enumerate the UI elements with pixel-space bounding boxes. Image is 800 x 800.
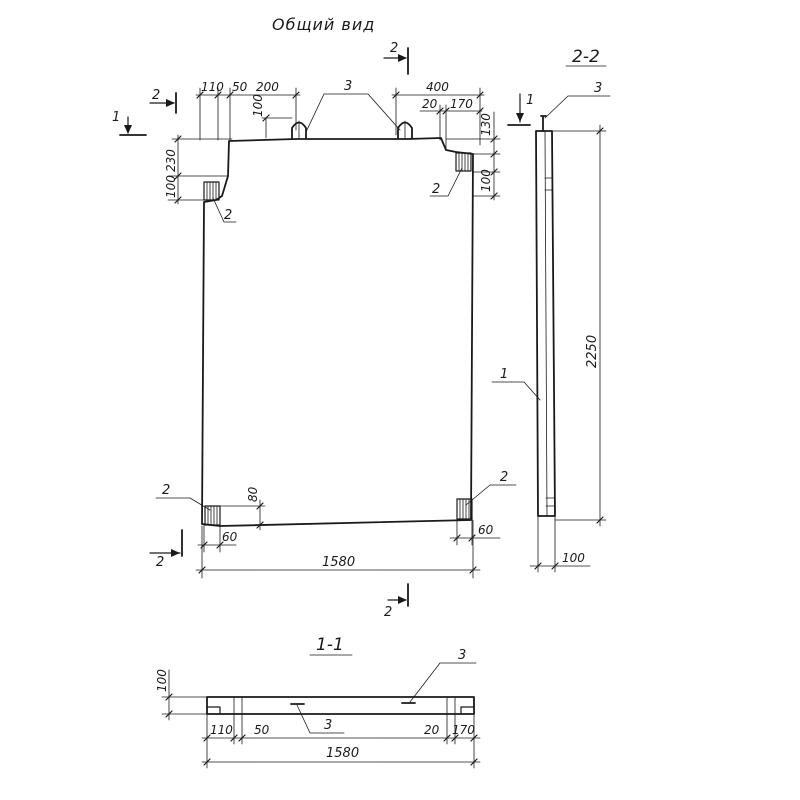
dim-200: 200 [256, 80, 279, 94]
cut-label-2-top: 2 [390, 41, 398, 56]
embedded-part-top-left [203, 181, 220, 201]
dim-400: 400 [426, 80, 449, 94]
callouts-embedded: 2 2 2 2 [155, 167, 517, 511]
dim-100-left: 100 [164, 175, 178, 198]
callout-2-top-left: 2 [224, 208, 232, 223]
embedded-part-bottom-left [204, 505, 221, 526]
callout-2-bottom-left: 2 [162, 483, 170, 498]
callout-3-section11-upper: 3 [458, 648, 466, 663]
section-2-2-loop [540, 115, 547, 132]
top-dimension-chain: 110 50 200 400 20 170 100 [195, 80, 485, 151]
section-2-2-title: 2-2 [572, 47, 600, 67]
section-marker-1-right: 1 [507, 93, 534, 126]
left-dimension-chain: 230 100 [164, 134, 233, 205]
dim-60-bottom-right: 60 [478, 523, 494, 537]
embedded-part-bottom-right [456, 498, 473, 520]
bottom-small-dims: 60 80 60 [197, 486, 501, 553]
callout-3-section22: 3 [594, 81, 602, 96]
section-marker-2-bottom-left: 2 [149, 529, 183, 570]
section-1-1-outline [206, 696, 475, 715]
section-1-1-title: 1-1 [316, 635, 344, 655]
cut-label-1-left: 1 [112, 110, 120, 125]
section-2-2: 2-2 3 1 2250 100 [491, 47, 611, 573]
callout-3-section11-lower: 3 [324, 718, 332, 733]
panel-outline [201, 137, 474, 527]
cut-label-2-bottom-left: 2 [156, 555, 164, 570]
callout-2-bottom-right: 2 [500, 470, 508, 485]
callout-2-top-right: 2 [432, 182, 440, 197]
dim-100-right: 100 [479, 169, 493, 192]
dim-60-bottom-left: 60 [222, 530, 238, 544]
cut-label-2-top-left: 2 [152, 88, 160, 103]
cut-label-1-right: 1 [526, 93, 534, 108]
dim-100-loop: 100 [251, 94, 265, 117]
general-view: Общий вид 110 50 [112, 15, 534, 620]
dim-20-section11: 20 [424, 723, 440, 737]
embedded-part-top-right [455, 152, 472, 172]
section-marker-2-top-left: 2 [149, 88, 177, 114]
dim-230-left: 230 [164, 149, 178, 172]
section-1-1: 1-1 3 3 100 110 50 20 170 1580 [155, 635, 481, 769]
callout-3-loops: 3 [344, 79, 352, 94]
dim-1580-section11: 1580 [326, 746, 359, 761]
general-view-title: Общий вид [272, 15, 375, 34]
dim-50-top: 50 [232, 80, 248, 94]
dim-100-section11: 100 [155, 669, 169, 692]
dim-80: 80 [246, 486, 260, 502]
dim-100-section22: 100 [562, 551, 585, 565]
right-dimension-chain: 130 100 [445, 111, 501, 201]
callout-loops: 3 [305, 79, 401, 133]
dim-20-top: 20 [422, 97, 438, 111]
dim-110-section11: 110 [210, 723, 233, 737]
section-marker-2-top: 2 [383, 41, 409, 75]
dim-130-right: 130 [479, 113, 493, 136]
dim-170-top: 170 [450, 97, 473, 111]
overall-width-dim: 1580 [195, 519, 481, 579]
dim-1580-general: 1580 [322, 555, 355, 570]
dim-50-section11: 50 [254, 723, 270, 737]
section-marker-2-bottom: 2 [384, 583, 409, 620]
callout-1-section22: 1 [500, 367, 508, 382]
dim-170-section11: 170 [452, 723, 475, 737]
dim-2250: 2250 [585, 335, 600, 368]
dim-110-top: 110 [201, 80, 224, 94]
cut-label-2-bottom: 2 [384, 605, 392, 620]
section-marker-1-left: 1 [112, 110, 147, 136]
